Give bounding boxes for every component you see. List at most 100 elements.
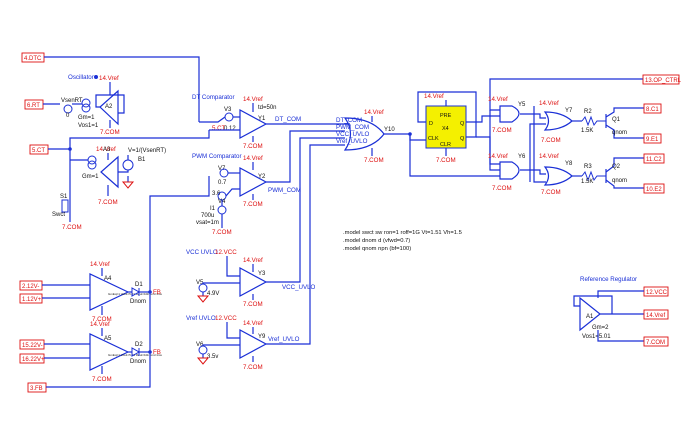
x4-q-pin: Q xyxy=(460,121,465,127)
model-statements: .model swct sw ron=1 roff=1G Vt=1.51 Vh=… xyxy=(343,230,462,252)
wire-y3-out xyxy=(266,137,345,283)
y10-vref: 14.Vref xyxy=(364,109,384,116)
a3-vref: 14.Vref xyxy=(96,146,116,153)
a2-vref: 14.Vref xyxy=(99,75,119,82)
v7-value: 0.7 xyxy=(218,180,227,186)
q1-emitter xyxy=(605,124,655,139)
v3-value: 0.12 xyxy=(224,126,236,132)
x4-pre: PRE xyxy=(440,113,452,119)
y3-label: Y3 xyxy=(258,271,266,277)
reference-regulator-title: Reference Regulator xyxy=(580,276,637,283)
y6-vref: 14.Vref xyxy=(488,153,508,160)
port-12v-minus-label: 2.12V- xyxy=(22,284,39,290)
y5-label: Y5 xyxy=(518,102,526,108)
oscillator-title: Oscillator xyxy=(68,74,94,81)
y5-vref: 14.Vref xyxy=(488,96,508,103)
wire-x4-q xyxy=(466,115,500,123)
a2-gm-circle-1 xyxy=(81,98,91,108)
pwm-comparator-title: PWM Comparator xyxy=(192,153,242,160)
wire-dtc xyxy=(44,56,200,122)
y10-vcc-net: VCC_UVLO xyxy=(336,131,370,138)
wire-reg-vcc xyxy=(597,290,644,298)
error-amp-block: 2.12V- 1.12V+ 14.Vref A4 GmEq=1 Vos1=5.0… xyxy=(19,176,210,393)
y5-com: 7.COM xyxy=(492,127,512,134)
x4-clr: CLR xyxy=(440,142,451,148)
port-e2 xyxy=(643,183,665,194)
port-c1-label: 8.C1 xyxy=(646,107,659,113)
y8-or-gate xyxy=(543,166,573,186)
port-vcc-label: 12.VCC xyxy=(646,290,668,296)
v4-value: 3.6 xyxy=(212,191,221,197)
port-e1 xyxy=(643,133,662,144)
a5-params: GmEq=1 Vos1=5.01 Rout=10k Gm=1ms xyxy=(108,353,162,357)
vref-uvlo-vcc: 12.VCC xyxy=(215,315,237,322)
zero-label: 0 xyxy=(66,113,70,119)
r2-value: 1.5K xyxy=(581,128,593,134)
wire-v5 xyxy=(202,282,240,284)
wire-cross-1 xyxy=(529,123,546,182)
a1-opamp xyxy=(579,296,601,332)
port-c2 xyxy=(643,153,665,164)
a2-opamp xyxy=(99,89,119,126)
i1-value: 700u xyxy=(201,213,214,219)
y3-net: VCC_UVLO xyxy=(282,284,316,291)
i1-com: 7.COM xyxy=(212,229,232,236)
a5-com: 7.COM xyxy=(92,376,112,383)
d2-fb: FB xyxy=(153,349,161,356)
wire-fb-bus xyxy=(46,176,210,388)
y3-vref: 14.Vref xyxy=(243,257,263,264)
comparator-block: DT Comparator V3 0.12 14.Vref td=50n Y1 … xyxy=(192,94,345,236)
s1-label: S1 xyxy=(60,194,68,200)
vcc-uvlo-title: VCC UVLO xyxy=(186,249,218,256)
q1-model: qnom xyxy=(612,130,627,136)
y6-label: Y6 xyxy=(518,154,526,160)
wire-y10-out xyxy=(384,133,426,141)
y1-net: DT_COM xyxy=(275,116,301,123)
r2-label: R2 xyxy=(584,109,592,115)
port-vref xyxy=(643,309,669,320)
i1-label: I1 xyxy=(210,206,216,212)
q1-collector xyxy=(605,107,655,118)
wire-reg-fb xyxy=(573,295,613,314)
y3-comparator xyxy=(239,266,268,298)
y10-dt-net: DT_COM xyxy=(336,117,362,124)
port-com-label: 7.COM xyxy=(646,340,665,346)
ct-net-label: 5.CT xyxy=(212,125,226,132)
q1-label: Q1 xyxy=(612,117,621,123)
port-ct-label: 5.CT xyxy=(32,148,45,154)
fb-junction-1 xyxy=(148,290,152,294)
a4-opamp xyxy=(89,273,130,311)
port-12v-plus-label: 1.12V+ xyxy=(22,297,42,303)
q2-emitter xyxy=(605,179,655,189)
y2-comparator xyxy=(239,166,268,198)
port-vref-label: 14.Vref xyxy=(646,313,665,319)
a2-label: A2 xyxy=(105,104,113,110)
port-com xyxy=(643,336,669,347)
vcc-uvlo-vcc: 12.VCC xyxy=(215,249,237,256)
a3-gm-label: Gm=1 xyxy=(82,174,99,180)
y8-com: 7.COM xyxy=(541,189,561,196)
wire-op-ctrl-y6 xyxy=(489,110,500,165)
y9-comparator xyxy=(239,328,268,360)
y7-label: Y7 xyxy=(565,108,573,114)
s1-com: 7.COM xyxy=(62,224,82,231)
b1-source xyxy=(122,159,134,171)
b1-label: B1 xyxy=(138,157,146,163)
y1-comparator xyxy=(239,108,268,140)
q2-label: Q2 xyxy=(612,164,621,170)
r3-value: 1.5K xyxy=(581,179,593,185)
oscillator-block: 4.DTC Oscillator 6.RT VsenRT 0 Gm=1 Vos1… xyxy=(21,52,226,231)
y9-vref: 14.Vref xyxy=(243,320,263,327)
y6-com: 7.COM xyxy=(492,185,512,192)
model-line-3: .model qnom npn (bf=100) xyxy=(343,246,411,252)
y7-com: 7.COM xyxy=(541,137,561,144)
a2-gm-label: Gm=1 xyxy=(78,115,95,121)
td-label: td=50n xyxy=(258,105,277,111)
y10-label: Y10 xyxy=(384,127,395,133)
v3-label: V3 xyxy=(224,107,232,113)
a3-com: 7.COM xyxy=(98,199,118,206)
oscillator-node xyxy=(94,75,98,79)
y10-vref-net: Vref_UVLO xyxy=(336,138,368,145)
port-e2-label: 10.E2 xyxy=(646,187,662,193)
y2-vref: 14.Vref xyxy=(243,155,263,162)
